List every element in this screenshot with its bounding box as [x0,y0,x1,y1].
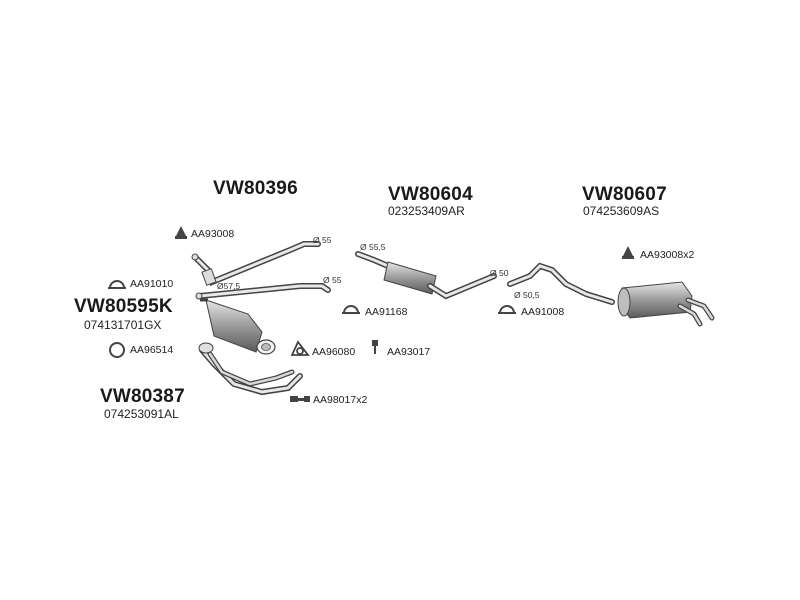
part-aa96514: AA96514 [130,344,174,356]
assembly-code-vw80607: VW80607 [582,184,667,205]
middle-muffler [355,251,497,300]
rear-muffler [507,262,715,327]
gasket-aa96514-icon [109,342,125,358]
assembly-code-vw80387: VW80387 [100,386,185,407]
hanger-aa98017-icon [290,396,310,402]
dim-55-mid: Ø 55 [323,275,342,285]
clamp-aa91010-icon [108,280,126,289]
assembly-oe-vw80595k: 074131701GX [84,318,162,332]
assembly-code-vw80595k: VW80595K [74,296,173,317]
clamp-aa93008x2-icon [622,246,634,259]
assembly-oe-vw80607: 074253609AS [583,204,660,218]
gasket-aa96080-icon [290,340,310,356]
dim-50: Ø 50 [490,268,509,278]
part-aa91008: AA91008 [521,306,565,318]
part-aa98017x2: AA98017x2 [313,394,368,406]
down-pipe [198,342,303,396]
clamp-aa93008-icon [175,226,187,239]
bolt-aa93017-icon [372,340,378,354]
clamp-aa91168-icon [342,305,360,314]
clamp-aa91008-icon [498,305,516,314]
assembly-code-vw80396: VW80396 [213,178,298,199]
dim-55-5: Ø 55,5 [360,242,386,252]
part-aa91168: AA91168 [365,306,408,318]
catalytic-converter [200,298,276,355]
assembly-code-vw80604: VW80604 [388,184,473,205]
part-aa96080: AA96080 [312,346,356,358]
dim-50-5: Ø 50,5 [514,290,540,300]
dim-55-top: Ø 55 [313,235,332,245]
part-aa93017: AA93017 [387,346,431,358]
assembly-oe-vw80604: 023253409AR [388,204,465,218]
front-pipe-upper [191,241,321,286]
dim-57-5: Ø57,5 [217,281,241,291]
assembly-oe-vw80387: 074253091AL [104,407,179,421]
part-aa93008x2: AA93008x2 [640,249,695,261]
part-aa93008: AA93008 [191,228,235,240]
front-pipe-lower [195,283,331,300]
part-aa91010: AA91010 [130,278,174,290]
